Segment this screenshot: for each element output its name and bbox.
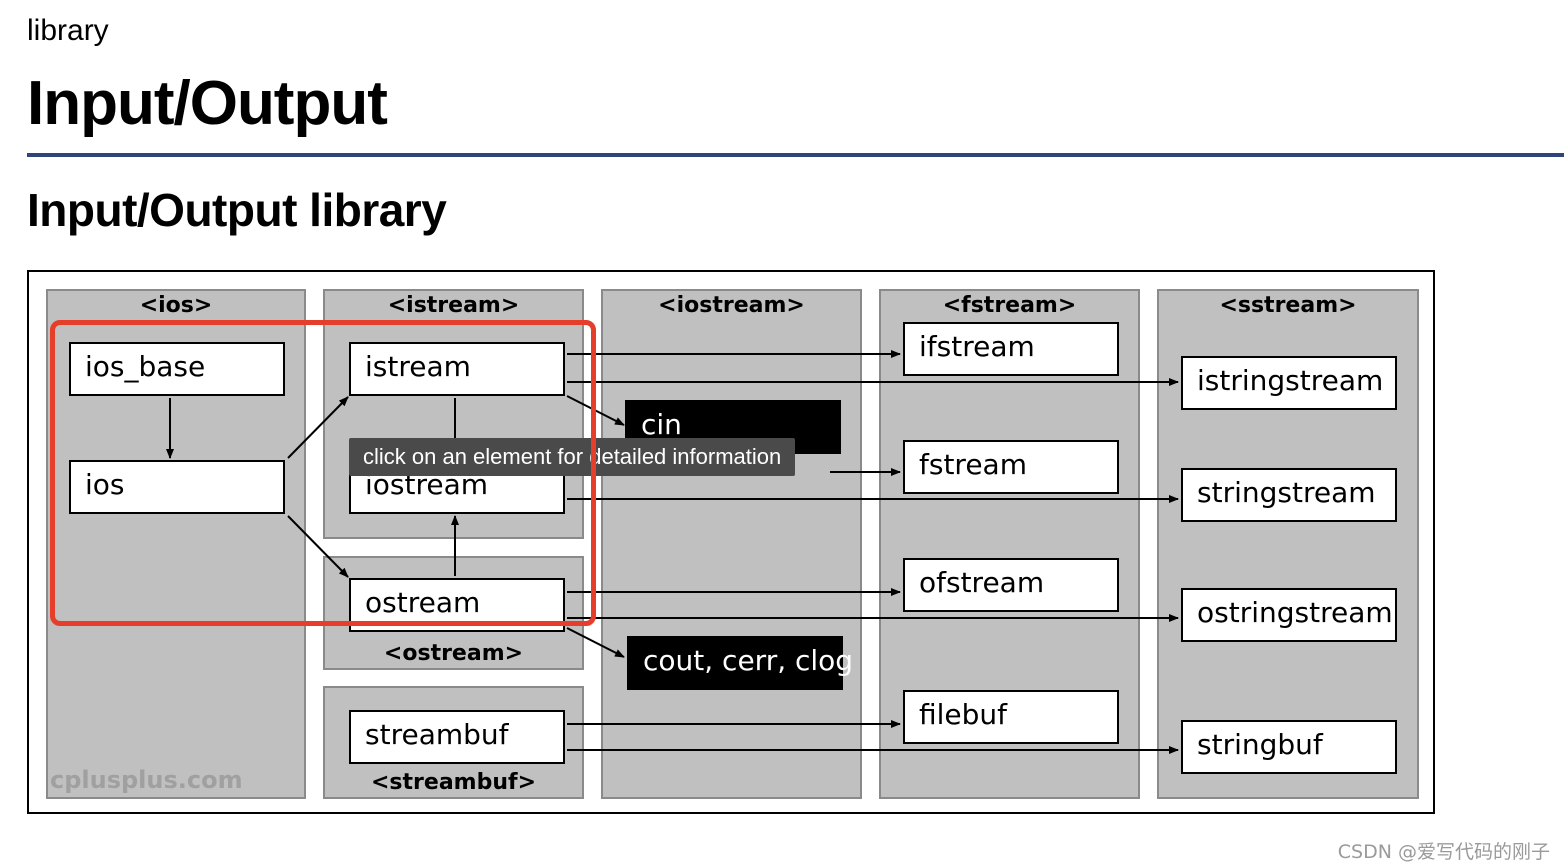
iostream-header-label[interactable]: <iostream>: [658, 293, 805, 318]
ostream-header-label[interactable]: <ostream>: [383, 641, 524, 666]
ofstream-node[interactable]: ofstream: [903, 558, 1119, 612]
ostringstream-node[interactable]: ostringstream: [1181, 588, 1397, 642]
fstream-node[interactable]: fstream: [903, 440, 1119, 494]
title-divider: [27, 153, 1564, 157]
hover-tooltip: click on an element for detailed informa…: [349, 438, 796, 476]
stringbuf-node[interactable]: stringbuf: [1181, 720, 1397, 774]
csdn-credit: CSDN @爱写代码的刚子: [1337, 841, 1550, 863]
cout-cerr-clog-object-node[interactable]: cout, cerr, clog: [627, 636, 853, 690]
istream-header-label[interactable]: <istream>: [387, 293, 520, 318]
ios-header-label[interactable]: <ios>: [139, 293, 213, 318]
page-title: Input/Output: [27, 69, 388, 138]
section-title: Input/Output library: [27, 184, 447, 236]
streambuf-node[interactable]: streambuf: [349, 710, 565, 764]
istringstream-node[interactable]: istringstream: [1181, 356, 1397, 410]
ostream-node[interactable]: ostream: [349, 578, 565, 632]
iostream-header-panel: <iostream>: [601, 289, 862, 799]
ifstream-node[interactable]: ifstream: [903, 322, 1119, 376]
filebuf-node[interactable]: filebuf: [903, 690, 1119, 744]
istream-node[interactable]: istream: [349, 342, 565, 396]
breadcrumb-library[interactable]: library: [27, 14, 109, 47]
sstream-header-label[interactable]: <sstream>: [1219, 293, 1357, 318]
ios-node[interactable]: ios: [69, 460, 285, 514]
fstream-header-label[interactable]: <fstream>: [942, 293, 1077, 318]
stringstream-node[interactable]: stringstream: [1181, 468, 1397, 522]
cplusplus-watermark: cplusplus.com: [50, 766, 243, 794]
ios-base-node[interactable]: ios_base: [69, 342, 285, 396]
streambuf-header-label[interactable]: <streambuf>: [371, 770, 536, 795]
